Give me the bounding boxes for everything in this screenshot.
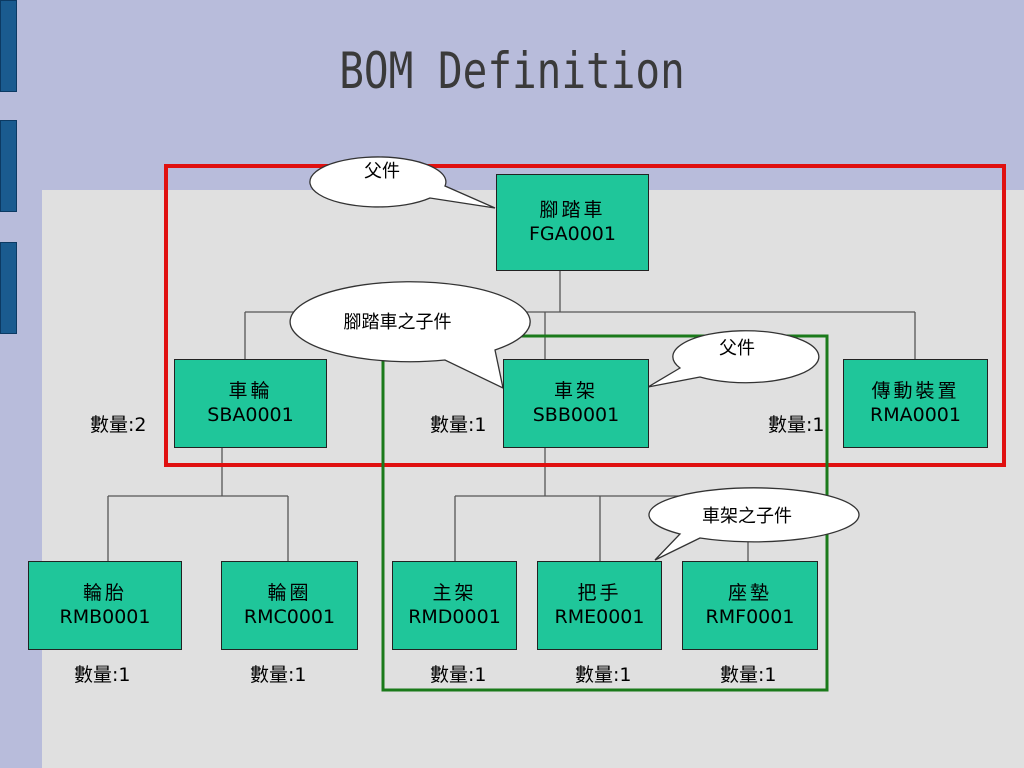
quantity-label: 數量 (720, 664, 759, 686)
node-name: 座墊 (727, 581, 772, 604)
node-name: 輪胎 (82, 581, 127, 604)
node-name: 腳踏車 (539, 198, 606, 221)
node-code: RMA0001 (870, 403, 961, 426)
node-code: SBA0001 (207, 403, 294, 426)
quantity-value: :1 (758, 664, 777, 686)
quantity-label: 數量 (768, 414, 807, 436)
quantity-label: 數量 (74, 664, 113, 686)
quantity-rmb0001: 數量:1 (74, 660, 131, 687)
quantity-rme0001: 數量:1 (575, 660, 632, 687)
node-code: FGA0001 (528, 222, 616, 245)
slide-tab-2 (0, 120, 17, 212)
quantity-rmf0001: 數量:1 (720, 660, 777, 687)
node-name: 車架 (553, 379, 598, 402)
quantity-label: 數量 (90, 414, 129, 436)
node-sbb0001: 車架 SBB0001 (503, 359, 649, 448)
quantity-sba0001: 數量:2 (90, 410, 147, 437)
node-rmc0001: 輪圈 RMC0001 (221, 561, 358, 650)
node-rmf0001: 座墊 RMF0001 (682, 561, 818, 650)
callout-parent-frame-shape (647, 330, 820, 388)
callout-bike-children-shape (289, 281, 531, 390)
node-name: 車輪 (228, 379, 273, 402)
callout-parent-frame: 父件 (719, 338, 755, 359)
quantity-value: :1 (613, 664, 632, 686)
page-title: BOM Definition (339, 42, 685, 100)
slide-tab-1 (0, 0, 17, 92)
callout-bike-children: 腳踏車之子件 (343, 312, 452, 333)
node-code: RMC0001 (243, 605, 336, 628)
quantity-label: 數量 (575, 664, 614, 686)
node-code: SBB0001 (532, 403, 620, 426)
quantity-value: :1 (288, 664, 307, 686)
node-rme0001: 把手 RME0001 (537, 561, 662, 650)
node-sba0001: 車輪 SBA0001 (174, 359, 327, 448)
quantity-label: 數量 (250, 664, 289, 686)
callout-parent-top: 父件 (364, 161, 400, 182)
quantity-label: 數量 (430, 414, 469, 436)
quantity-label: 數量 (430, 664, 469, 686)
node-name: 傳動裝置 (871, 379, 960, 402)
quantity-rmc0001: 數量:1 (250, 660, 307, 687)
node-code: RMD0001 (408, 605, 501, 628)
quantity-rmd0001: 數量:1 (430, 660, 487, 687)
node-rmd0001: 主架 RMD0001 (392, 561, 517, 650)
node-name: 把手 (577, 581, 622, 604)
node-name: 主架 (432, 581, 477, 604)
quantity-value: :1 (112, 664, 131, 686)
quantity-value: :1 (468, 414, 487, 436)
quantity-value: :1 (806, 414, 825, 436)
node-fga0001: 腳踏車 FGA0001 (496, 174, 649, 271)
quantity-value: :2 (128, 414, 147, 436)
node-code: RMF0001 (705, 605, 795, 628)
node-rma0001: 傳動裝置 RMA0001 (843, 359, 988, 448)
node-name: 輪圈 (267, 581, 312, 604)
node-rmb0001: 輪胎 RMB0001 (28, 561, 182, 650)
node-code: RME0001 (554, 605, 645, 628)
callout-frame-children: 車架之子件 (702, 506, 792, 527)
quantity-value: :1 (468, 664, 487, 686)
red-parent-frame (164, 164, 1006, 467)
quantity-sbb0001: 數量:1 (430, 410, 487, 437)
callout-parent-top-shape (309, 156, 496, 209)
slide-tab-3 (0, 242, 17, 334)
callout-frame-children-shape (648, 487, 860, 561)
quantity-rma0001: 數量:1 (768, 410, 825, 437)
node-code: RMB0001 (59, 605, 151, 628)
content-panel (42, 190, 1024, 768)
